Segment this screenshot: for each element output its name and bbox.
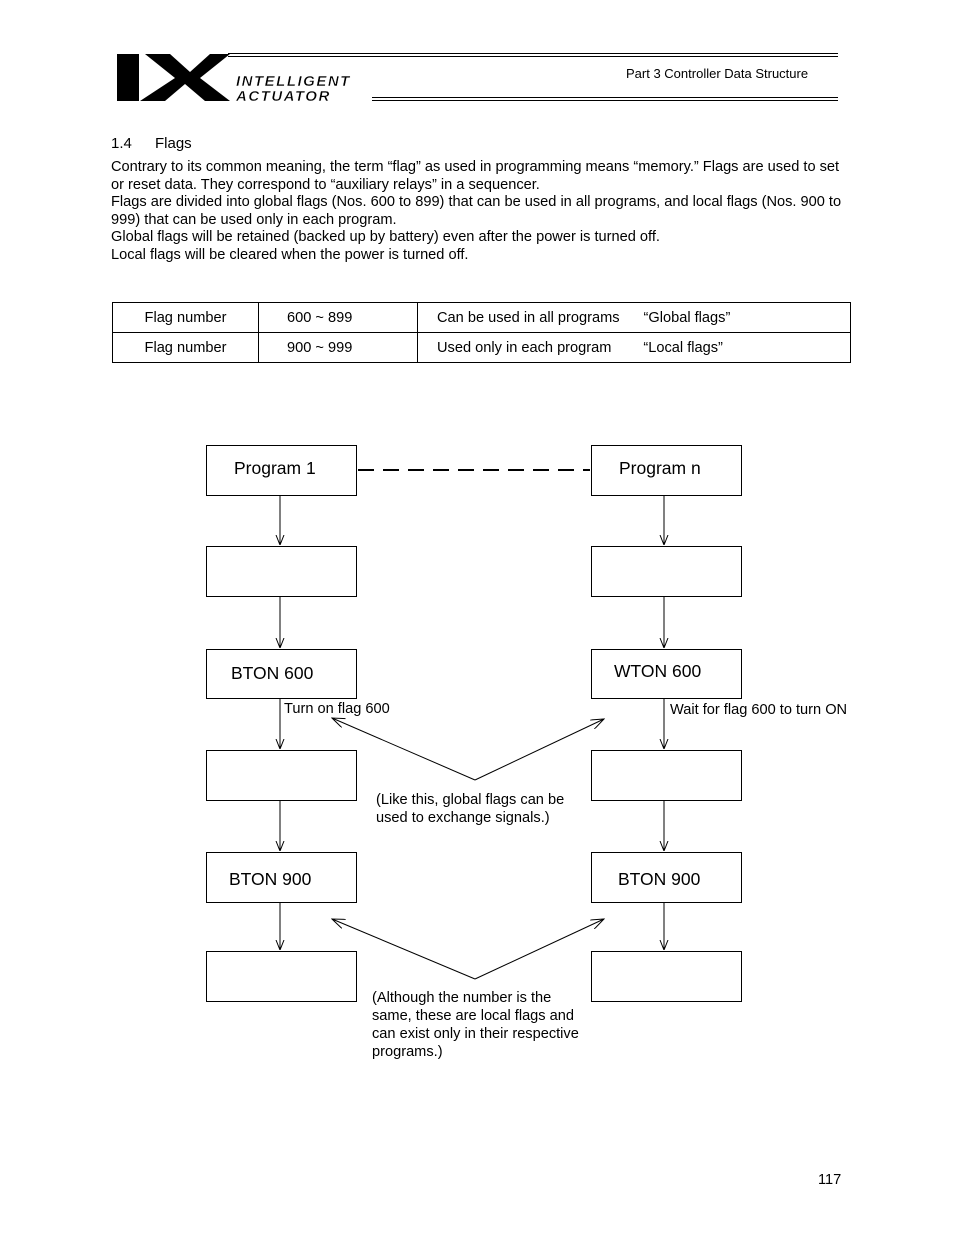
bton-900-left-box: BTON 900 xyxy=(206,852,357,903)
box-label: BTON 900 xyxy=(618,869,701,889)
bton-900-right-box: BTON 900 xyxy=(591,852,742,903)
logo-wordmark: INTELLIGENT ACTUATOR xyxy=(235,73,351,105)
left-step-box xyxy=(206,951,357,1002)
table-row: Flag number 900 ~ 999 Used only in each … xyxy=(112,332,851,363)
section-number: 1.4 xyxy=(111,135,132,152)
paragraph: Global flags will be retained (backed up… xyxy=(111,229,660,246)
logo-line1: INTELLIGENT xyxy=(236,73,351,90)
program-1-box: Program 1 xyxy=(206,445,357,496)
usage-text: Can be used in all programs xyxy=(437,309,620,326)
local-flag-note: (Although the number is the same, these … xyxy=(372,990,579,1060)
section-reference: Part 3 Controller Data Structure xyxy=(626,66,809,81)
page-number: 117 xyxy=(818,1172,842,1188)
table-row: Flag number 600 ~ 899 Can be used in all… xyxy=(112,302,851,333)
box-label: BTON 600 xyxy=(231,663,314,683)
right-step-box xyxy=(591,750,742,801)
left-step-box xyxy=(206,546,357,597)
flag-range-table: Flag number 600 ~ 899 Can be used in all… xyxy=(112,302,851,363)
right-step-box xyxy=(591,951,742,1002)
global-flag-note: (Like this, global flags can be used to … xyxy=(376,792,565,826)
right-step-box xyxy=(591,546,742,597)
table-cell-label: Flag number xyxy=(112,332,259,363)
local-flag-arrow-left xyxy=(332,919,476,980)
table-cell-usage: Used only in each program “Local flags” xyxy=(417,332,851,363)
table-cell-range: 600 ~ 899 xyxy=(258,302,418,333)
box-label: Program 1 xyxy=(234,458,316,478)
flag-type: “Local flags” xyxy=(643,339,723,356)
left-step-box xyxy=(206,750,357,801)
header-rule-bottom xyxy=(372,97,838,101)
section-heading: 1.4 Flags xyxy=(111,135,192,152)
paragraph: Local flags will be cleared when the pow… xyxy=(111,246,469,263)
global-signal-arrow-right xyxy=(474,719,604,781)
wait-for-annotation: Wait for flag 600 to turn ON xyxy=(670,702,848,718)
program-n-box: Program n xyxy=(591,445,742,496)
local-flag-arrow-right xyxy=(474,919,604,980)
paragraph: Contrary to its common meaning, the term… xyxy=(111,159,840,193)
box-label: WTON 600 xyxy=(614,661,702,681)
turn-on-annotation: Turn on flag 600 xyxy=(284,701,390,717)
box-label: BTON 900 xyxy=(229,869,312,889)
paragraph: Flags are divided into global flags (Nos… xyxy=(111,194,842,228)
global-signal-arrow-left xyxy=(332,718,476,781)
section-title: Flags xyxy=(155,135,192,152)
wton-600-box: WTON 600 xyxy=(591,649,742,699)
table-cell-range: 900 ~ 999 xyxy=(258,332,418,363)
flag-type: “Global flags” xyxy=(643,309,731,326)
table-cell-label: Flag number xyxy=(112,302,259,333)
body-text: Contrary to its common meaning, the term… xyxy=(111,159,856,265)
box-label: Program n xyxy=(619,458,701,478)
usage-text: Used only in each program xyxy=(437,339,612,356)
intelligent-actuator-logo: INTELLIGENT ACTUATOR xyxy=(117,54,351,105)
bton-600-box: BTON 600 xyxy=(206,649,357,699)
logo-line2: ACTUATOR xyxy=(235,88,331,105)
header-rule xyxy=(228,53,838,57)
